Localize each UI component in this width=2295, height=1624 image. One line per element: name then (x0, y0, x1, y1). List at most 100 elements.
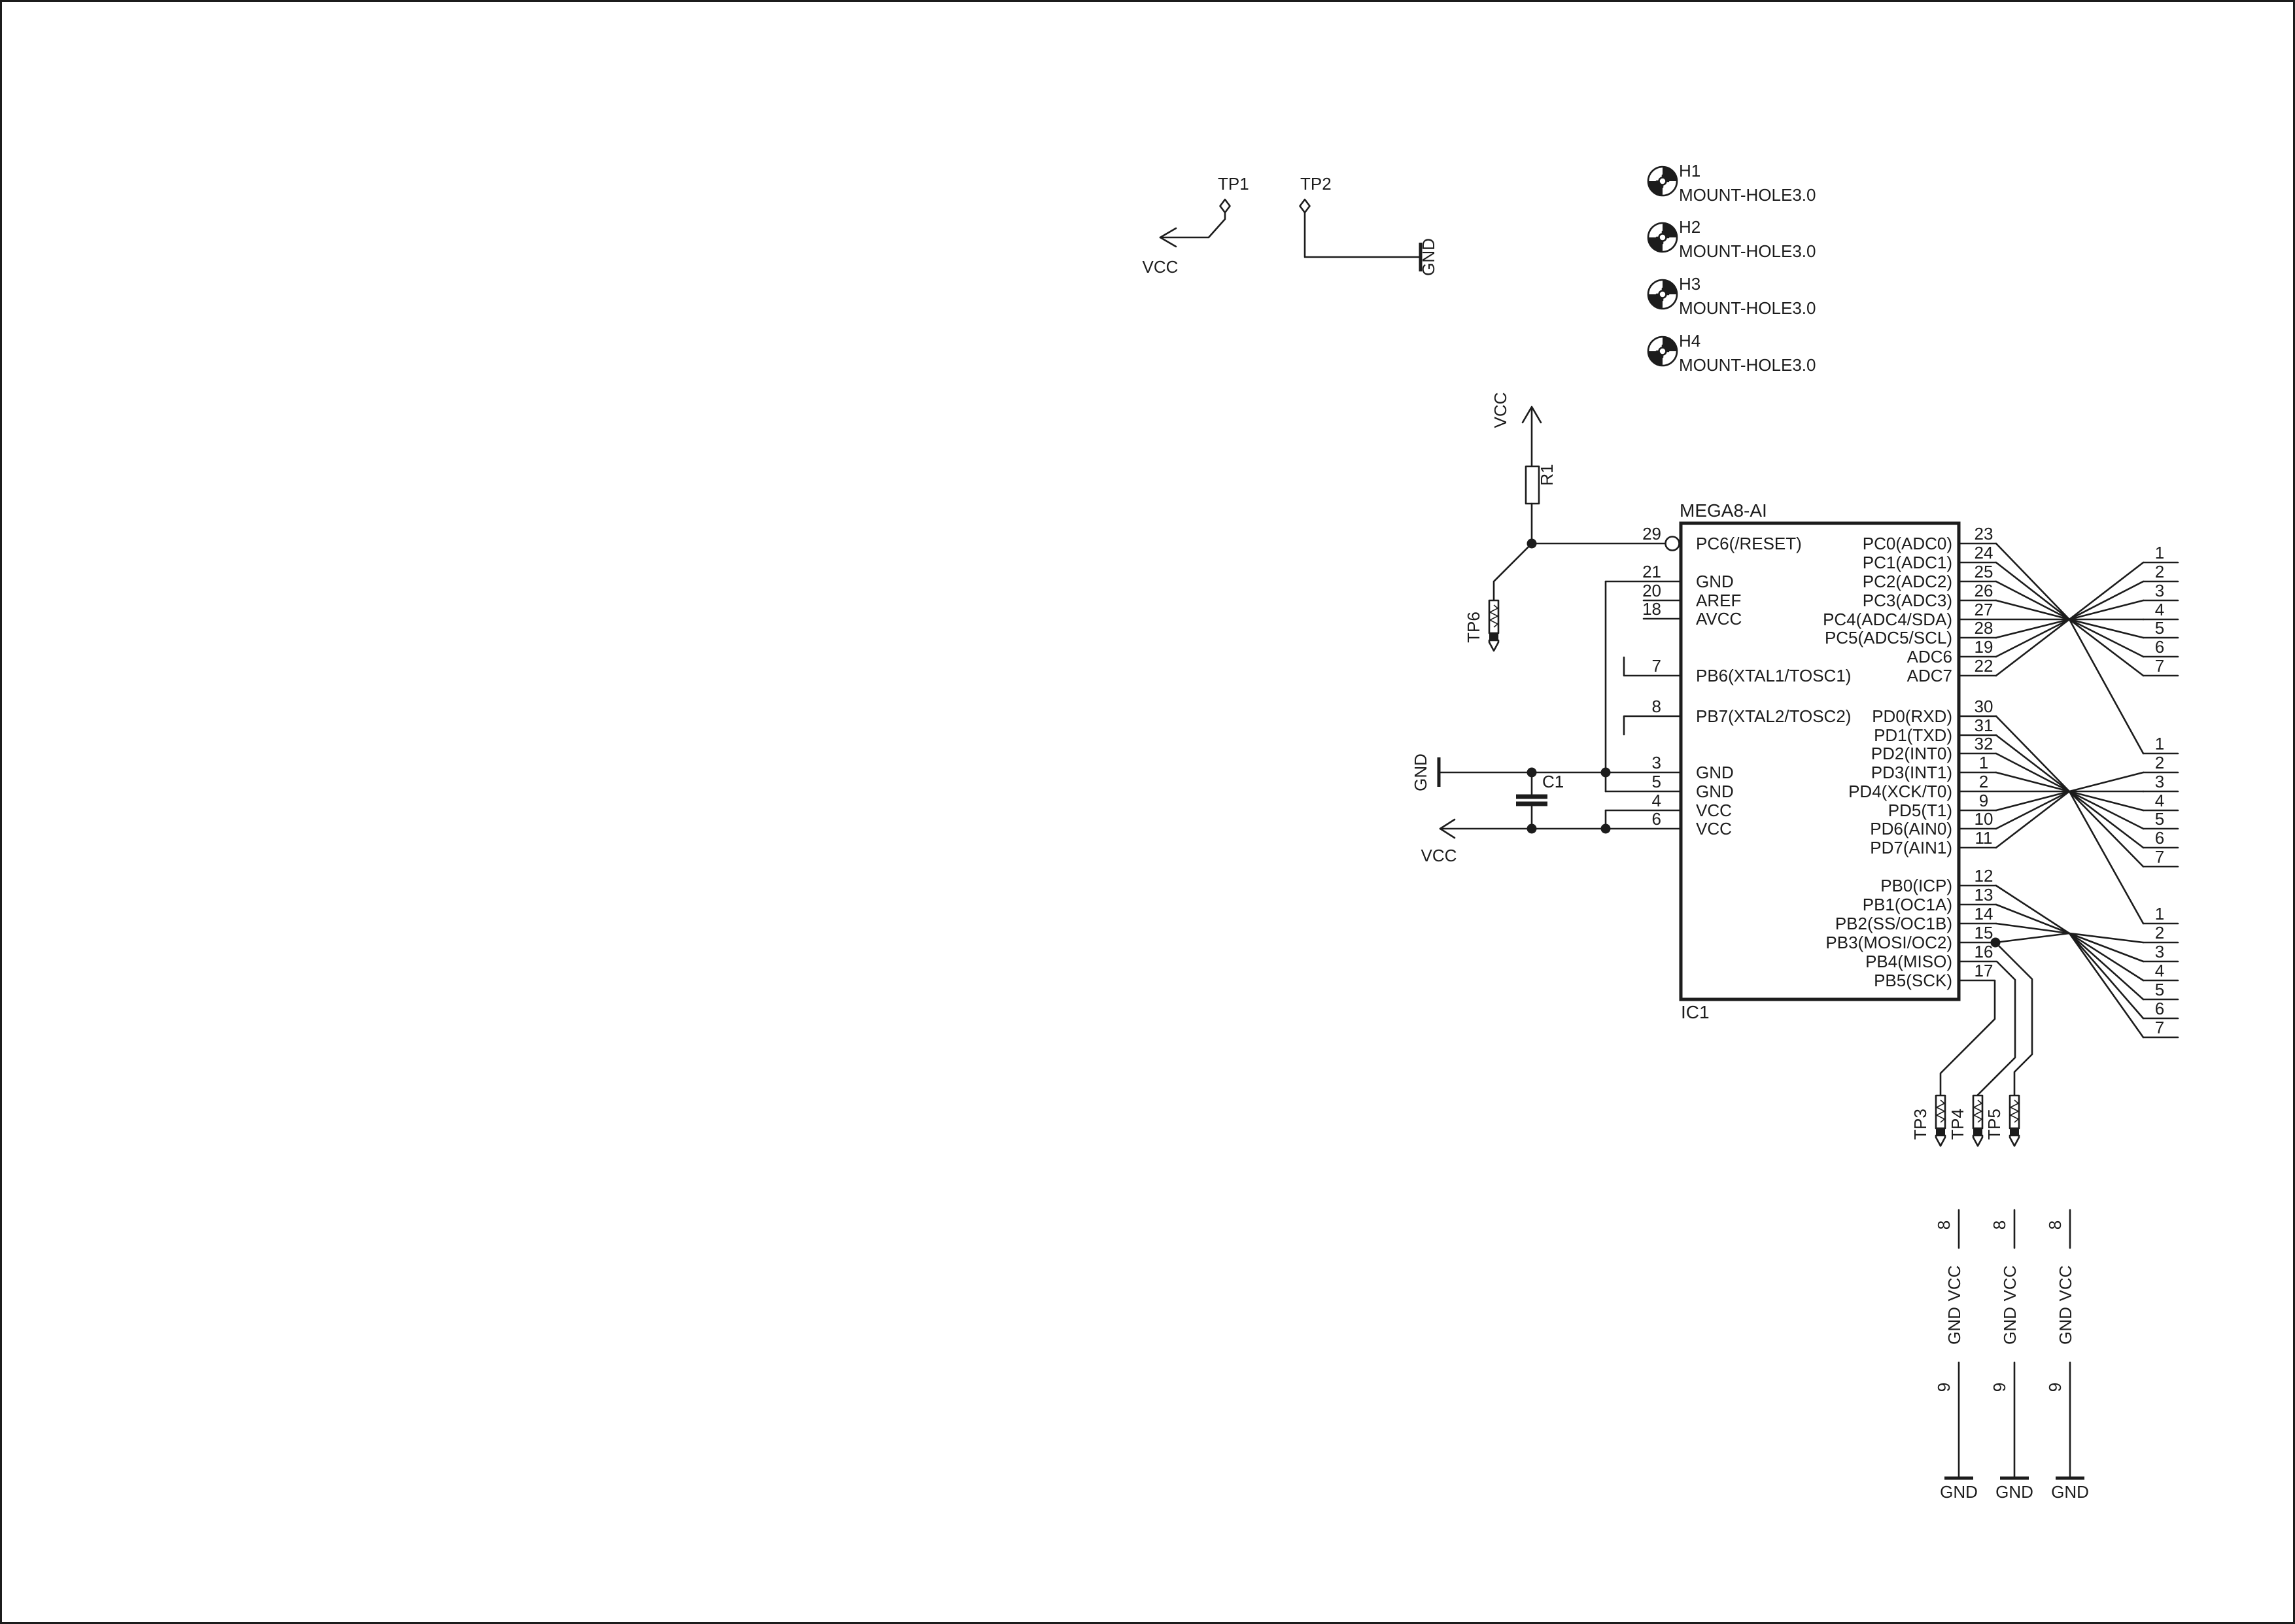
testpoint-tp4-symbol (1972, 1094, 1984, 1147)
mount-hole-ref: H3 (1679, 274, 1700, 294)
mount-hole-value: MOUNT-HOLE3.0 (1679, 355, 1816, 375)
ic-pin-number: 5 (1652, 772, 1661, 791)
connector-pin-number: 2 (2155, 753, 2164, 772)
fanout-wires-portc (1995, 542, 2145, 755)
testpoint-tp3-symbol (1935, 1094, 1946, 1147)
ic-pin-name: PD2(INT0) (1871, 744, 1952, 763)
ic-pin-name: ADC7 (1907, 666, 1952, 685)
ic-pin-number: 8 (1652, 697, 1661, 716)
ic-pin-number: 2 (1979, 772, 1988, 791)
ic-pin-name: PD1(TXD) (1874, 725, 1952, 745)
ic-pin-name: PC1(ADC1) (1863, 553, 1952, 572)
ic-pin-number: 9 (1979, 791, 1988, 810)
testpoint-tp5-symbol (2009, 1094, 2020, 1147)
bottom-header-1 (1944, 1209, 1973, 1480)
ic-pin-number: 19 (1975, 637, 1993, 657)
bottom-header-2 (2000, 1209, 2029, 1480)
vcc-arrow-icon (1439, 818, 1456, 839)
ic-pin-number: 32 (1975, 734, 1993, 753)
ic-pin-number: 4 (1652, 791, 1661, 810)
ic-pin-name: GND (1696, 782, 1734, 801)
ic-value-label: MEGA8-AI (1680, 500, 1767, 521)
connector-c-pins (2142, 922, 2179, 1039)
header-pin-name: GND (1944, 1307, 1964, 1345)
ic-pin-name: PD3(INT1) (1871, 763, 1952, 782)
connector-pin-number: 5 (2155, 980, 2164, 999)
ic-pin-number: 31 (1975, 716, 1993, 735)
ic-pin-number: 6 (1652, 809, 1661, 829)
header-pin-number: 9 (2045, 1383, 2065, 1392)
header-pin-number: 9 (1990, 1383, 2009, 1392)
ic-pin-number: 17 (1975, 961, 1993, 980)
ic-pin-number: 23 (1975, 524, 1993, 544)
connector-pin-number: 1 (2155, 543, 2164, 562)
ic-pin-number: 21 (1642, 562, 1661, 581)
connector-b-pins (2142, 752, 2179, 868)
ic-pin-name: PD0(RXD) (1872, 706, 1952, 726)
vcc-arrow-icon (1521, 406, 1542, 424)
ic-pin-number: 3 (1652, 753, 1661, 772)
tp4-label: TP4 (1948, 1109, 1967, 1140)
ic-right-pin-stubs (1958, 542, 2145, 944)
connector-pin-number: 3 (2155, 942, 2164, 961)
ic-pin-name: PC6(/RESET) (1696, 534, 1802, 553)
header-pin-name: GND (2056, 1307, 2075, 1345)
ic-pin-name: PB7(XTAL2/TOSC2) (1696, 706, 1851, 726)
c1-label: C1 (1542, 772, 1564, 791)
connector-pin-number: 2 (2155, 923, 2164, 942)
connector-pin-number: 4 (2155, 600, 2164, 619)
mount-hole-value: MOUNT-HOLE3.0 (1679, 298, 1816, 318)
connector-pin-number: 6 (2155, 637, 2164, 657)
ic-pin-name: VCC (1696, 801, 1732, 820)
ic-pin-name: ADC6 (1907, 647, 1952, 666)
ic-pin-name: PB3(MOSI/OC2) (1825, 933, 1952, 952)
mount-hole-icon (1647, 336, 1678, 367)
ic-pin-name: AREF (1696, 591, 1741, 610)
ic-pin-number: 28 (1975, 618, 1993, 638)
ic-pin-number: 12 (1975, 866, 1993, 886)
tp5-label: TP5 (1984, 1109, 2004, 1140)
ic-pin-number: 13 (1975, 885, 1993, 905)
connector-pin-number: 7 (2155, 1018, 2164, 1037)
connector-pin-number: 4 (2155, 961, 2164, 980)
ic-pin-number: 7 (1652, 656, 1661, 676)
ic-ref-label: IC1 (1681, 1002, 1710, 1022)
connector-pin-number: 1 (2155, 734, 2164, 753)
mount-hole-icon (1647, 222, 1678, 253)
inverter-bubble-icon (1665, 536, 1680, 551)
header-pin-number: 8 (1934, 1220, 1954, 1230)
connector-pin-number: 2 (2155, 562, 2164, 581)
ic-pin-number: 10 (1975, 809, 1993, 829)
gnd-net-label: GND (1940, 1482, 1978, 1502)
ic-pin-number: 30 (1975, 697, 1993, 716)
ic-pin-name: VCC (1696, 819, 1732, 838)
ic-pin-number: 29 (1642, 524, 1661, 544)
ic-pin-name: GND (1696, 572, 1734, 591)
mount-hole-ref: H1 (1679, 161, 1700, 181)
net-spi-testpoint-wires (1939, 941, 2033, 1097)
connector-pin-number: 3 (2155, 772, 2164, 791)
header-pin-number: 8 (2045, 1220, 2065, 1230)
bottom-header-3 (2056, 1209, 2084, 1480)
connector-pin-number: 7 (2155, 656, 2164, 676)
connector-pin-number: 1 (2155, 904, 2164, 924)
connector-a-pins (2142, 561, 2179, 677)
mount-hole-ref: H2 (1679, 217, 1700, 237)
mount-hole-icon (1647, 165, 1678, 197)
connector-pin-number: 4 (2155, 791, 2164, 810)
junction-dot (1527, 823, 1537, 834)
ic-pin-name: PD5(T1) (1888, 801, 1952, 820)
vcc-net-label: VCC (1421, 846, 1457, 865)
ic-pin-number: 27 (1975, 600, 1993, 619)
r1-label: R1 (1537, 464, 1557, 485)
gnd-net-label: GND (1419, 238, 1438, 276)
ic-pin-number: 16 (1975, 942, 1993, 961)
header-pin-name: VCC (2056, 1266, 2075, 1302)
mount-hole-value: MOUNT-HOLE3.0 (1679, 241, 1816, 261)
ic-pin-name: PB6(XTAL1/TOSC1) (1696, 666, 1851, 685)
connector-pin-number: 5 (2155, 618, 2164, 638)
ic-pin-number: 20 (1642, 581, 1661, 600)
ic-pin-name: PD7(AIN1) (1870, 838, 1952, 857)
connector-pin-number: 7 (2155, 847, 2164, 867)
